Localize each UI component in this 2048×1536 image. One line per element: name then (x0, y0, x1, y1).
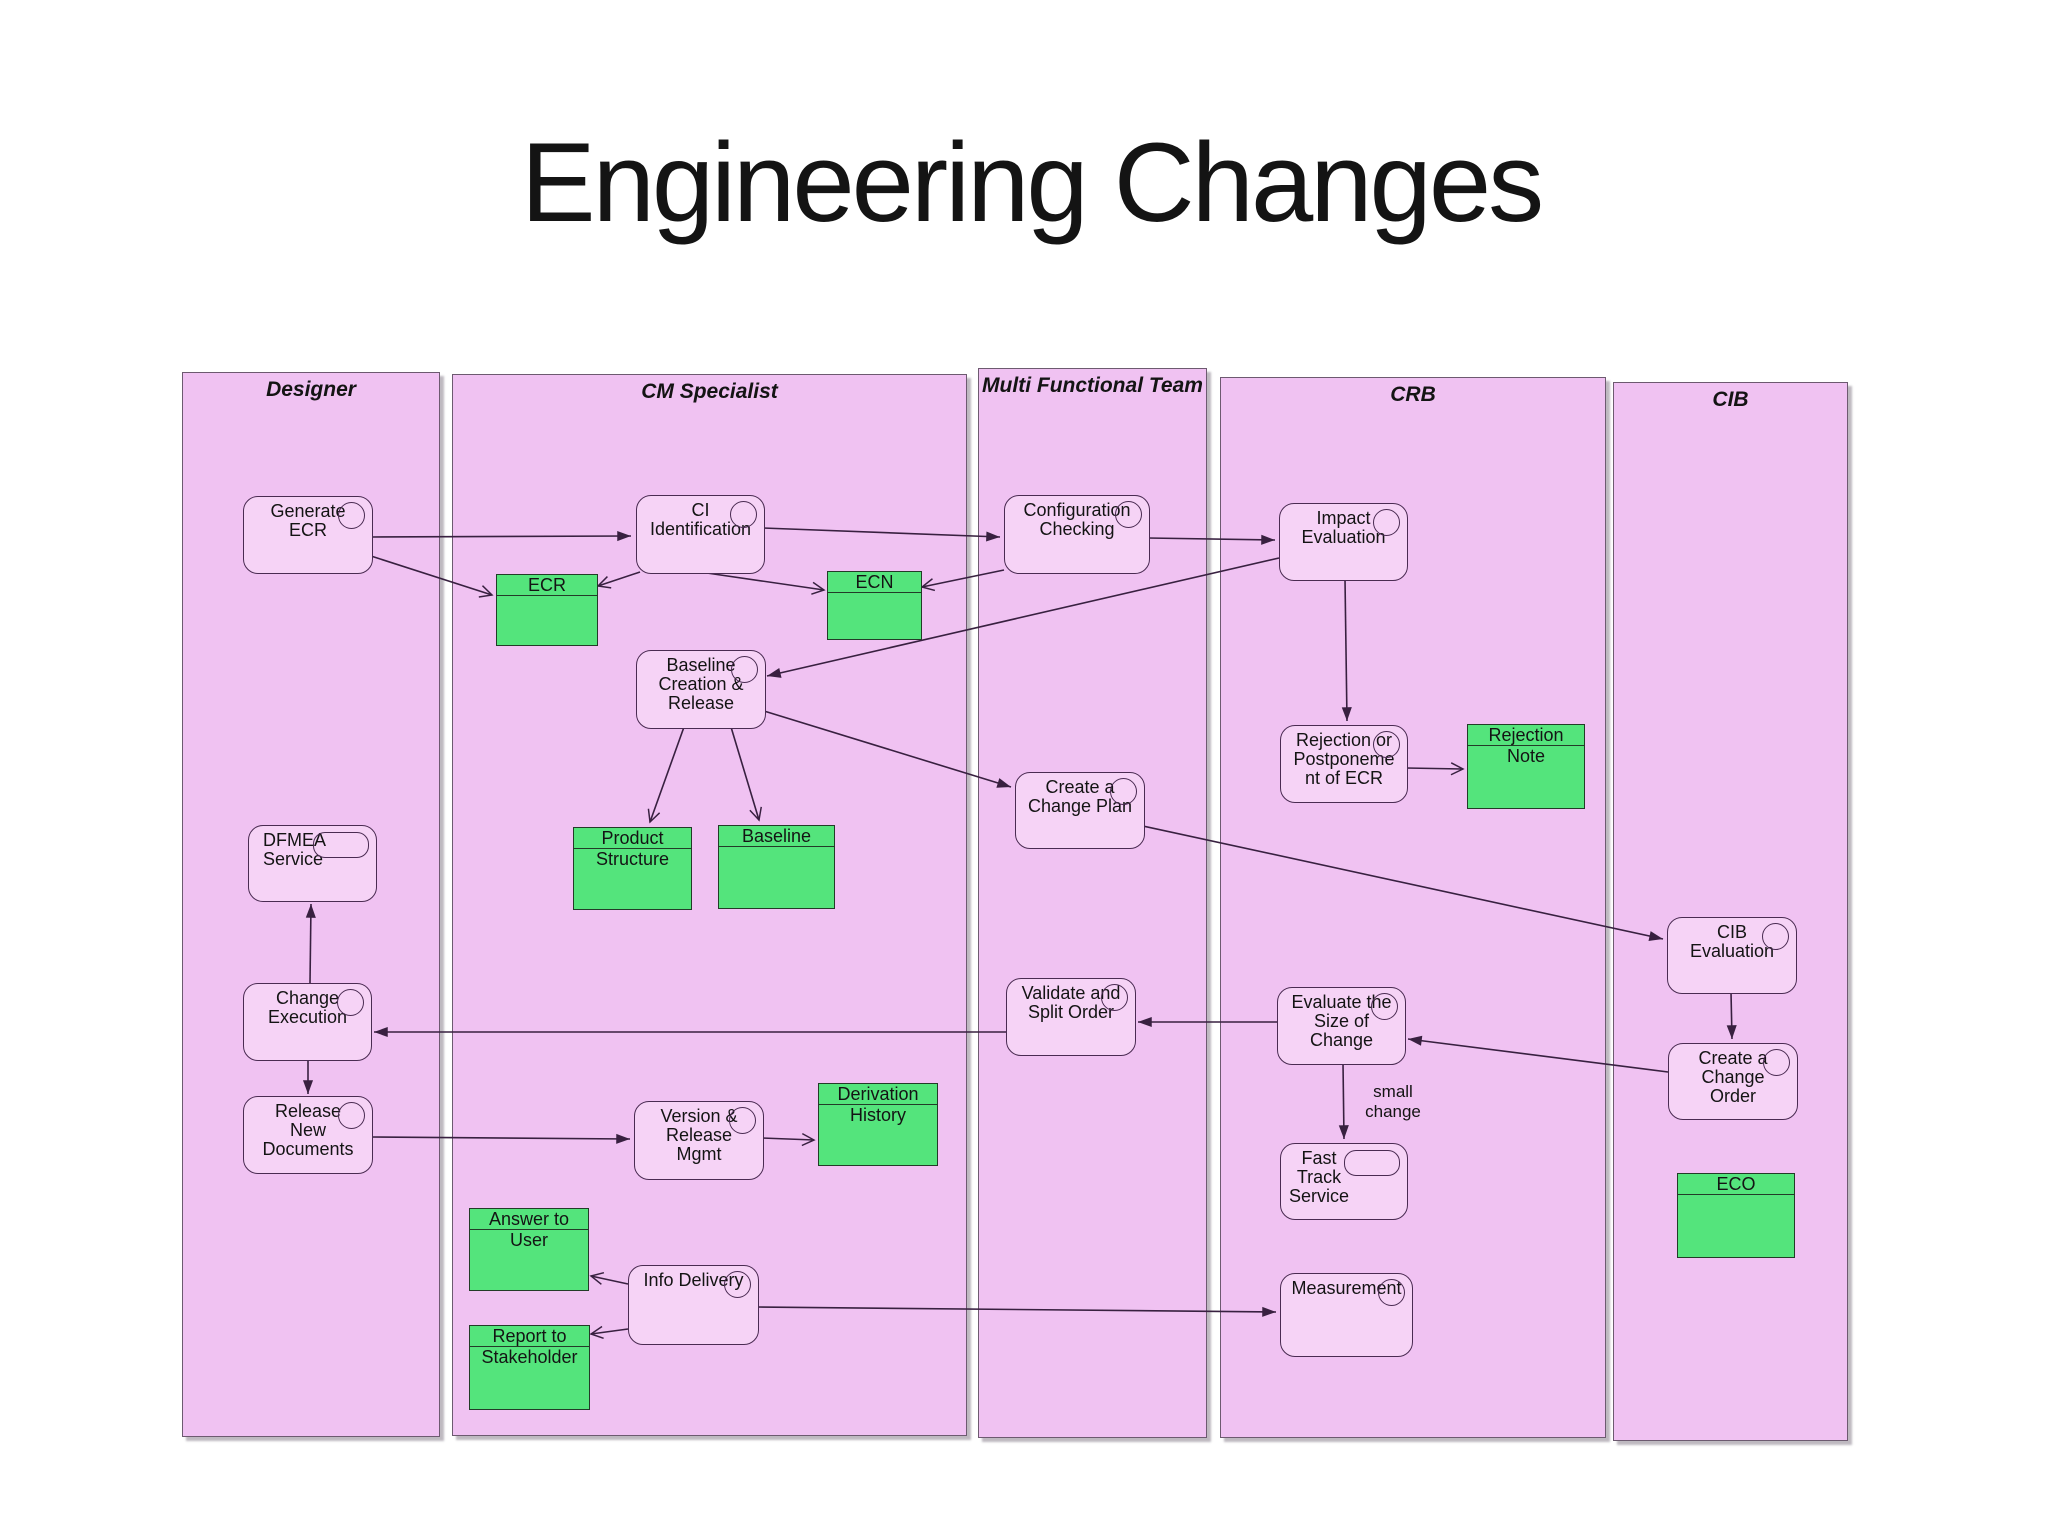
doc-rejection-note-label: Rejection Note (1488, 725, 1564, 766)
doc-ecn-label: ECN (855, 572, 894, 592)
node-ci-identification: CI Identification (636, 495, 765, 574)
state-circle-icon (1101, 984, 1128, 1011)
doc-header-divider (574, 848, 691, 849)
node-evaluate-size-of-change: Evaluate the Size of Change (1277, 987, 1406, 1065)
state-circle-icon (1378, 1279, 1405, 1306)
lane-cib: CIB (1613, 382, 1848, 1441)
lane-crb: CRB (1220, 377, 1606, 1438)
doc-baseline-label: Baseline (741, 826, 812, 846)
node-measurement: Measurement (1280, 1273, 1413, 1357)
node-baseline-creation-label: Baseline Creation & Release (658, 655, 744, 713)
lane-crb-title: CRB (1390, 383, 1436, 406)
node-version-release-mgmt: Version & Release Mgmt (634, 1101, 764, 1180)
node-create-change-order-label: Create a Change Order (1698, 1048, 1768, 1106)
state-circle-icon (1373, 731, 1400, 758)
lane-multi-functional-team-title: Multi Functional Team (982, 374, 1203, 397)
node-dfmea-service-label: DFMEA Service (263, 830, 326, 869)
node-fast-track-service: Fast Track Service (1280, 1143, 1408, 1220)
node-create-change-plan: Create a Change Plan (1015, 772, 1145, 849)
state-circle-icon (1115, 501, 1142, 528)
state-circle-icon (337, 989, 364, 1016)
node-impact-evaluation-label: Impact Evaluation (1301, 508, 1386, 547)
doc-header-divider (719, 846, 834, 847)
node-version-release-mgmt-label: Version & Release Mgmt (660, 1106, 738, 1164)
lane-designer-title: Designer (266, 378, 356, 401)
node-rejection-postponement: Rejection or Postponeme nt of ECR (1280, 725, 1408, 803)
node-release-new-documents: Release New Documents (243, 1096, 373, 1174)
node-measurement-label: Measurement (1291, 1278, 1402, 1298)
node-fast-track-service-label: Fast Track Service (1288, 1148, 1350, 1206)
state-circle-icon (1110, 778, 1137, 805)
state-circle-icon (1373, 509, 1400, 536)
doc-product-structure: Product Structure (573, 827, 692, 910)
node-configuration-checking: Configuration Checking (1004, 495, 1150, 574)
doc-header-divider (819, 1104, 937, 1105)
doc-product-structure-label: Product Structure (595, 828, 670, 869)
node-ci-identification-label: CI Identification (649, 500, 752, 539)
doc-rejection-note: Rejection Note (1467, 724, 1585, 809)
node-validate-split-order-label: Validate and Split Order (1021, 983, 1121, 1022)
state-circle-icon (1371, 993, 1398, 1020)
node-change-execution-label: Change Execution (267, 988, 348, 1027)
service-pill-icon (313, 832, 369, 858)
doc-ecr: ECR (496, 574, 598, 646)
state-circle-icon (1763, 1049, 1790, 1076)
node-impact-evaluation: Impact Evaluation (1279, 503, 1408, 581)
state-circle-icon (338, 502, 365, 529)
node-baseline-creation: Baseline Creation & Release (636, 650, 766, 729)
node-info-delivery: Info Delivery (628, 1265, 759, 1345)
state-circle-icon (731, 656, 758, 683)
node-create-change-order: Create a Change Order (1668, 1043, 1798, 1120)
node-configuration-checking-label: Configuration Checking (1023, 500, 1131, 539)
doc-baseline: Baseline (718, 825, 835, 909)
doc-derivation-history-label: Derivation History (837, 1084, 919, 1125)
node-dfmea-service: DFMEA Service (248, 825, 377, 902)
doc-eco: ECO (1677, 1173, 1795, 1258)
doc-header-divider (497, 595, 597, 596)
doc-header-divider (1678, 1194, 1794, 1195)
doc-header-divider (1468, 745, 1584, 746)
state-circle-icon (338, 1102, 365, 1129)
state-circle-icon (729, 1107, 756, 1134)
doc-header-divider (828, 592, 921, 593)
doc-answer-to-user: Answer to User (469, 1208, 589, 1291)
state-circle-icon (730, 501, 757, 528)
node-generate-ecr-label: Generate ECR (270, 501, 346, 540)
doc-header-divider (470, 1346, 589, 1347)
doc-ecn: ECN (827, 571, 922, 640)
doc-derivation-history: Derivation History (818, 1083, 938, 1166)
node-release-new-documents-label: Release New Documents (262, 1101, 354, 1159)
state-circle-icon (724, 1271, 751, 1298)
edge-label-small-change: small change (1365, 1082, 1421, 1121)
doc-report-to-stakeholder-label: Report to Stakeholder (481, 1326, 578, 1367)
doc-ecr-label: ECR (527, 575, 566, 595)
lane-cib-title: CIB (1712, 388, 1749, 411)
node-cib-evaluation: CIB Evaluation (1667, 917, 1797, 994)
doc-header-divider (470, 1229, 588, 1230)
lane-cm-specialist-title: CM Specialist (641, 380, 778, 403)
node-change-execution: Change Execution (243, 983, 372, 1061)
node-cib-evaluation-label: CIB Evaluation (1689, 922, 1775, 961)
page-title: Engineering Changes (520, 120, 1544, 245)
doc-report-to-stakeholder: Report to Stakeholder (469, 1325, 590, 1410)
node-generate-ecr: Generate ECR (243, 496, 373, 574)
state-circle-icon (1762, 923, 1789, 950)
doc-eco-label: ECO (1716, 1174, 1756, 1194)
node-validate-split-order: Validate and Split Order (1006, 978, 1136, 1056)
service-pill-icon (1344, 1150, 1400, 1176)
node-rejection-postponement-label: Rejection or Postponeme nt of ECR (1293, 730, 1395, 788)
doc-answer-to-user-label: Answer to User (488, 1209, 570, 1250)
